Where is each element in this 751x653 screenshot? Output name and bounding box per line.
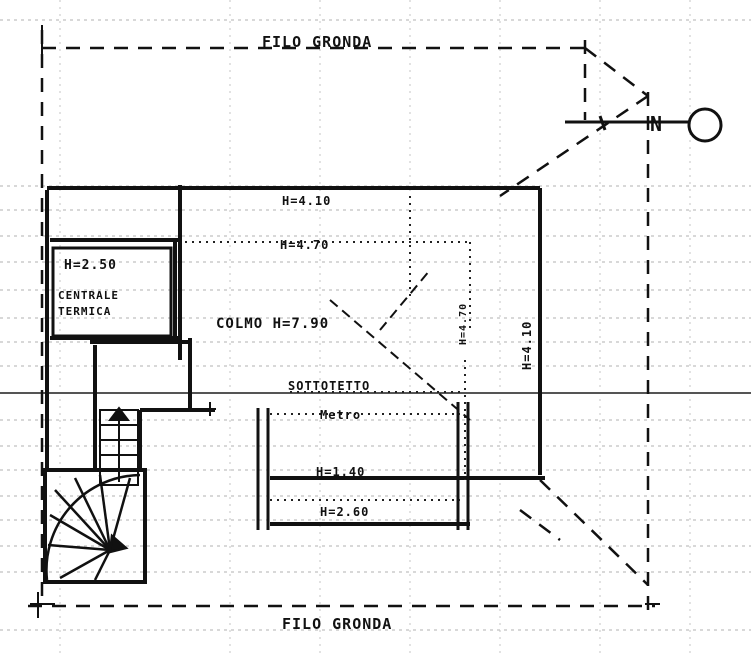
thermal-room: [51, 246, 173, 338]
spiral-stair: [43, 468, 147, 584]
pillars: [256, 402, 470, 530]
dotted-lines: [185, 196, 471, 501]
lower-height-label: H=1.40: [316, 465, 366, 479]
background-grid-vertical: [59, 0, 691, 653]
north-arrow: [565, 107, 723, 143]
grid-marks: [30, 25, 660, 618]
eave-outline: [28, 30, 655, 615]
inner-height-label: H=4.70: [458, 302, 469, 345]
soffit-label: SOTTOTETTO: [288, 379, 371, 393]
room-height-label-2: H=4.70: [280, 238, 330, 252]
north-label: N: [650, 112, 664, 136]
background-grid: [0, 19, 751, 631]
thermal-room-label: CENTRALE TERMICA: [58, 289, 119, 318]
bottom-eave-label: FILO GRONDA: [282, 615, 393, 633]
thermal-height-label: H=2.50: [64, 258, 117, 273]
main-walls: [45, 185, 545, 526]
ridge-label: COLMO H=7.90: [216, 316, 330, 332]
ridge-lines: [329, 269, 471, 421]
small-label: Metro: [320, 408, 362, 422]
lower-height-label-2: H=2.60: [320, 505, 370, 519]
right-wall-height-label: H=4.10: [520, 320, 534, 370]
room-height-label: H=4.10: [282, 194, 332, 208]
top-eave-label: FILO GRONDA: [262, 33, 373, 51]
